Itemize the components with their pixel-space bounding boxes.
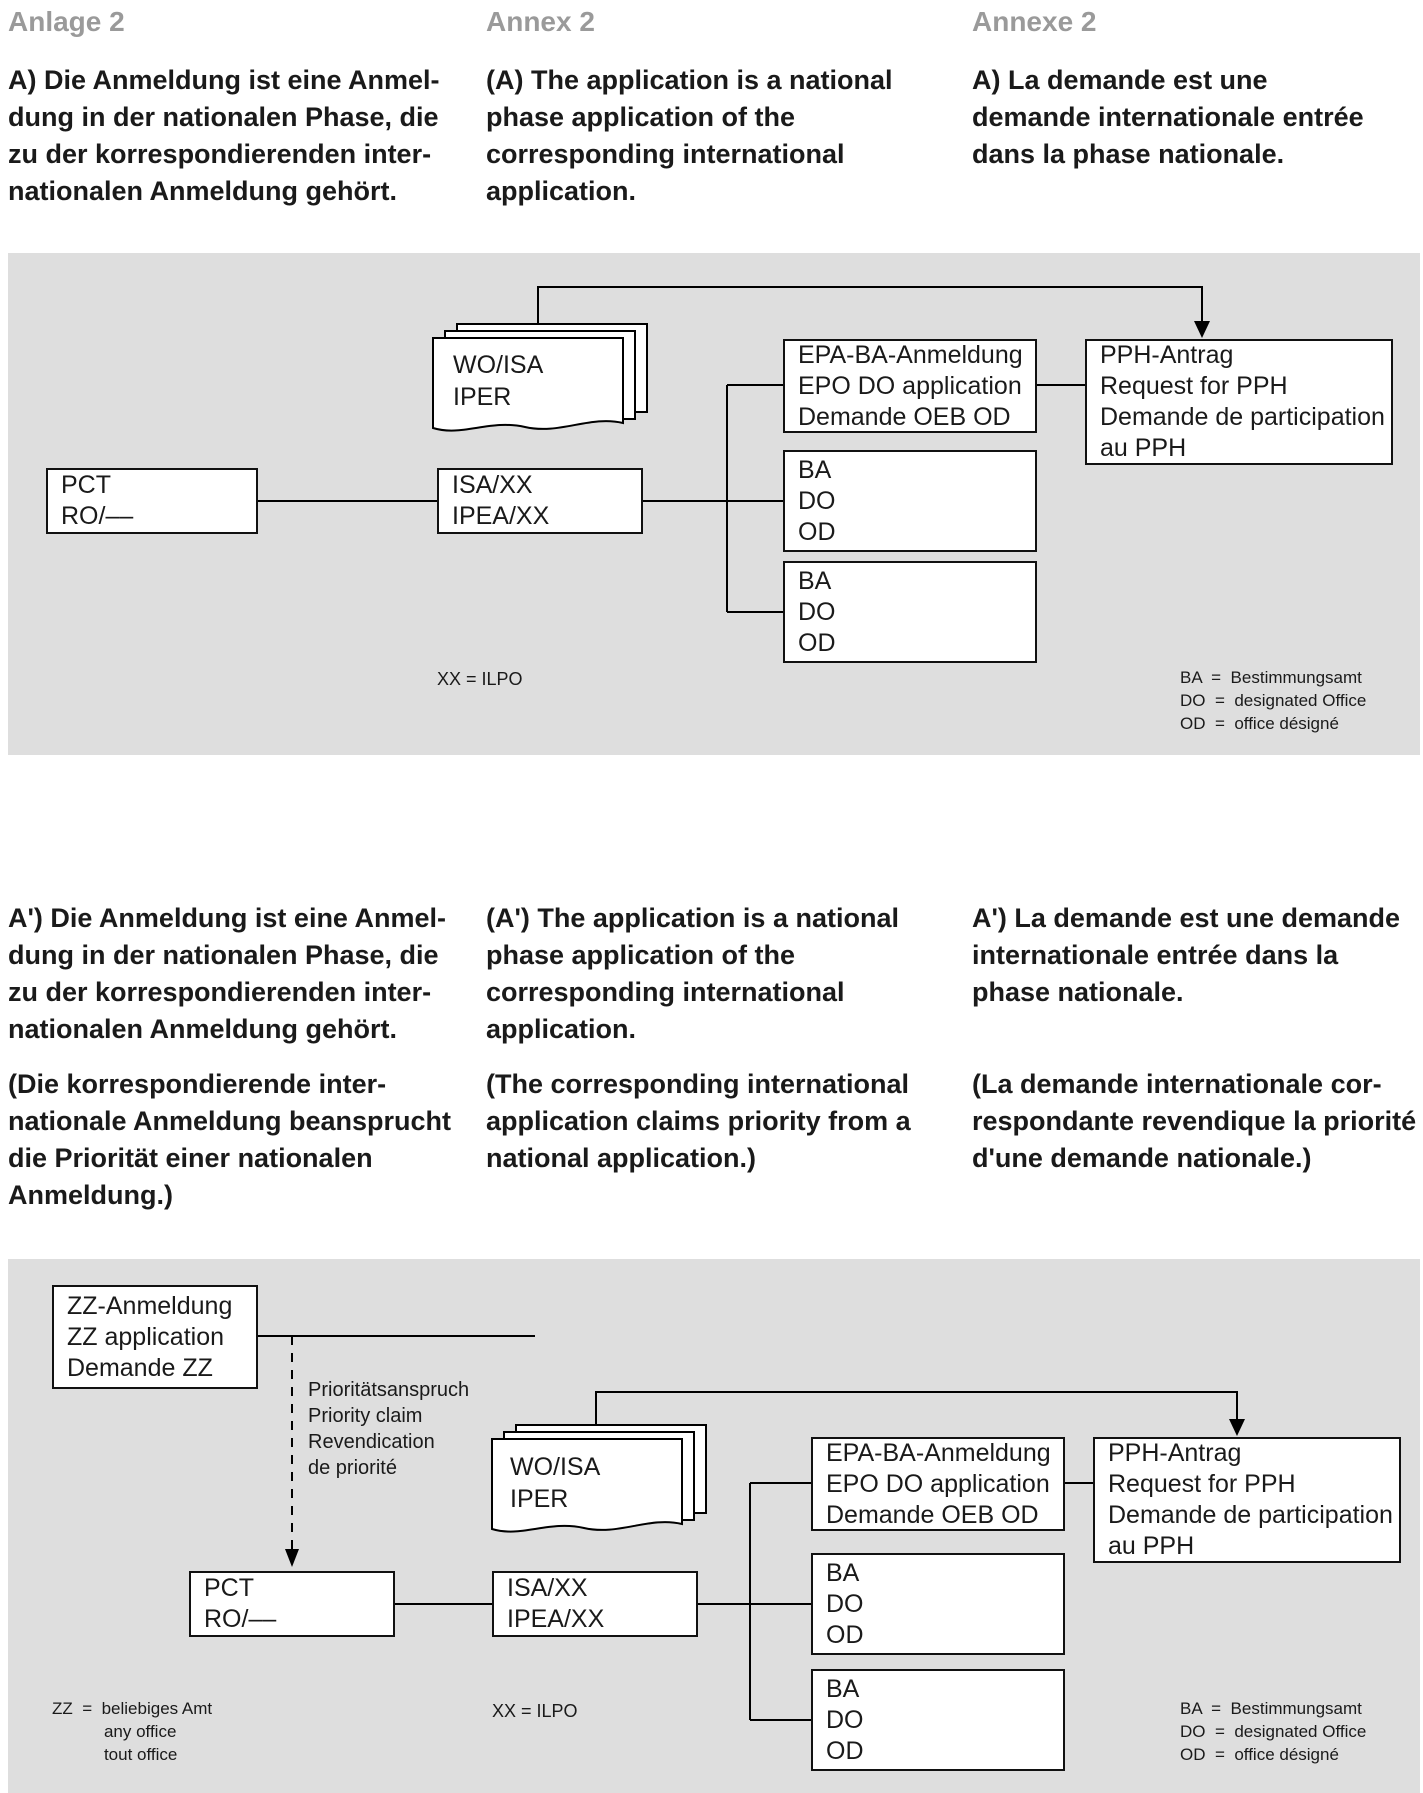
paragraph-a-prime-german: A') Die Anmeldung ist eine Anmel- dung i… (8, 903, 446, 1044)
legend-ba-do-od: BA = Bestimmungsamt DO = designated Offi… (1180, 1699, 1367, 1764)
wo-isa-report-label: WO/ISA IPER (453, 351, 544, 411)
isa-ipea-box: ISA/XX IPEA/XX (492, 1571, 698, 1637)
priority-claim-label: Prioritätsanspruch Priority claim Revend… (308, 1379, 470, 1479)
pct-box: PCT RO/–– (189, 1571, 395, 1637)
document-stack-icon (432, 323, 648, 432)
connector-lines (258, 1335, 1238, 1721)
ba-do-od-box-2: BA DO OD (811, 1669, 1065, 1771)
legend-zz-office: ZZ = beliebiges Amt any office tout offi… (52, 1699, 213, 1764)
paragraph-a-prime-english: (A') The application is a national phase… (486, 903, 899, 1044)
note-a-prime-german: (Die korrespondierende inter- nationale … (8, 1069, 452, 1210)
heading-annexe-2: Annexe 2 (972, 6, 1097, 37)
legend-xx-ilpo: XX = ILPO (437, 669, 523, 689)
paragraph-a-german: A) Die Anmeldung ist eine Anmel- dung in… (8, 65, 440, 206)
paragraph-a-english: (A) The application is a national phase … (486, 65, 893, 206)
ba-do-od-box-1: BA DO OD (811, 1553, 1065, 1655)
isa-ipea-box: ISA/XX IPEA/XX (437, 468, 643, 534)
legend-xx-ilpo: XX = ILPO (492, 1701, 578, 1721)
diagram-a-prime-connectors (258, 1335, 1245, 1721)
document-stack-icon (491, 1424, 707, 1533)
note-a-prime-english: (The corresponding international applica… (486, 1069, 911, 1173)
wo-isa-report-label: WO/ISA IPER (510, 1453, 601, 1513)
paragraph-a-french: A) La demande est une demande internatio… (972, 65, 1364, 169)
ba-do-od-box-1: BA DO OD (783, 450, 1037, 552)
heading-anlage-2: Anlage 2 (8, 6, 125, 37)
pph-request-box: PPH-Antrag Request for PPH Demande de pa… (1093, 1437, 1401, 1563)
note-a-prime-french: (La demande internationale cor- responda… (972, 1069, 1417, 1173)
heading-annex-2: Annex 2 (486, 6, 595, 37)
epo-do-application-box: EPA-BA-Anmeldung EPO DO application Dema… (783, 339, 1037, 433)
ba-do-od-box-2: BA DO OD (783, 561, 1037, 663)
diagram-a-prime: ZZ-Anmeldung ZZ application Demande ZZ P… (8, 1259, 1420, 1793)
arrowhead-down-icon (1229, 1419, 1245, 1436)
pct-box: PCT RO/–– (46, 468, 258, 534)
epo-do-application-box: EPA-BA-Anmeldung EPO DO application Dema… (811, 1437, 1065, 1531)
paragraph-a-prime-french: A') La demande est une demande internati… (972, 903, 1401, 1007)
zz-application-box: ZZ-Anmeldung ZZ application Demande ZZ (52, 1285, 258, 1389)
diagram-a: WO/ISA IPER PCT RO/–– ISA/XX IPEA/XX EPA… (8, 253, 1420, 755)
pph-request-box: PPH-Antrag Request for PPH Demande de pa… (1085, 339, 1393, 465)
arrowhead-down-icon (285, 1549, 299, 1567)
connector-lines (258, 286, 1203, 613)
arrowhead-down-icon (1194, 321, 1210, 338)
legend-ba-do-od: BA = Bestimmungsamt DO = designated Offi… (1180, 668, 1367, 733)
diagram-a-connectors (258, 286, 1210, 613)
